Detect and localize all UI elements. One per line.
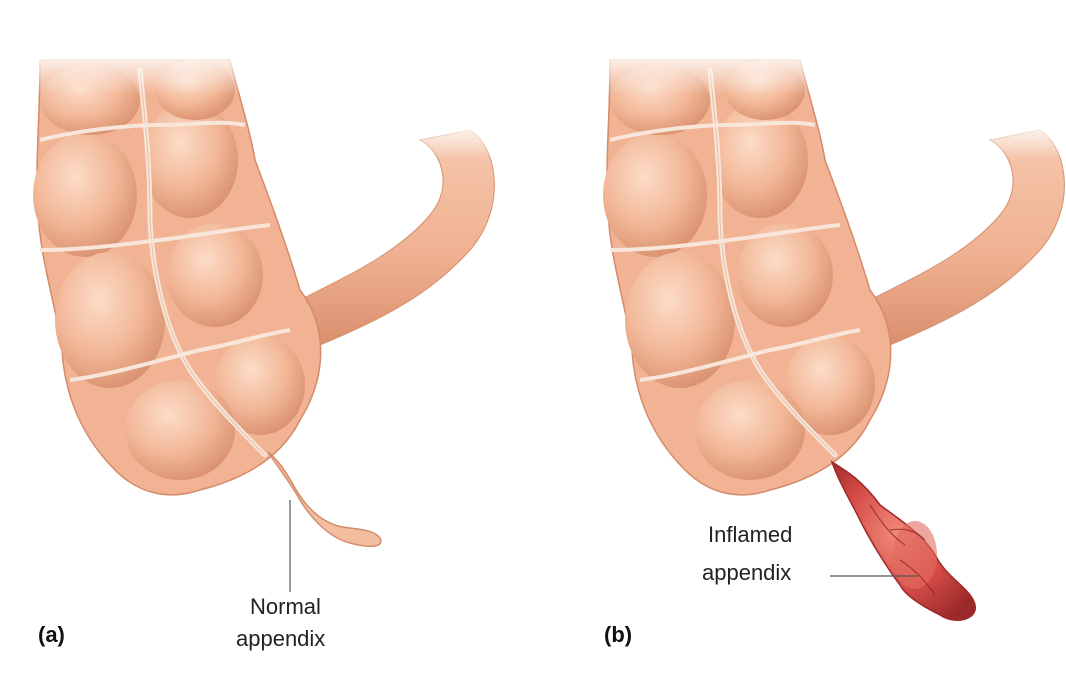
normal-appendix-label-line1: Normal: [250, 594, 321, 619]
panel-b-letter: (b): [604, 622, 633, 647]
inflamed-swelling: [893, 521, 937, 589]
colon-b: [600, 50, 1064, 495]
inflamed-appendix-label-line2: appendix: [702, 560, 792, 585]
inflamed-appendix-label-line1: Inflamed: [708, 522, 793, 547]
normal-appendix-label-line2: appendix: [236, 626, 326, 651]
normal-appendix-shape: [267, 451, 382, 548]
panel-a-letter: (a): [38, 622, 65, 647]
colon-a: [30, 50, 494, 495]
inflamed-vessels: [869, 504, 936, 596]
